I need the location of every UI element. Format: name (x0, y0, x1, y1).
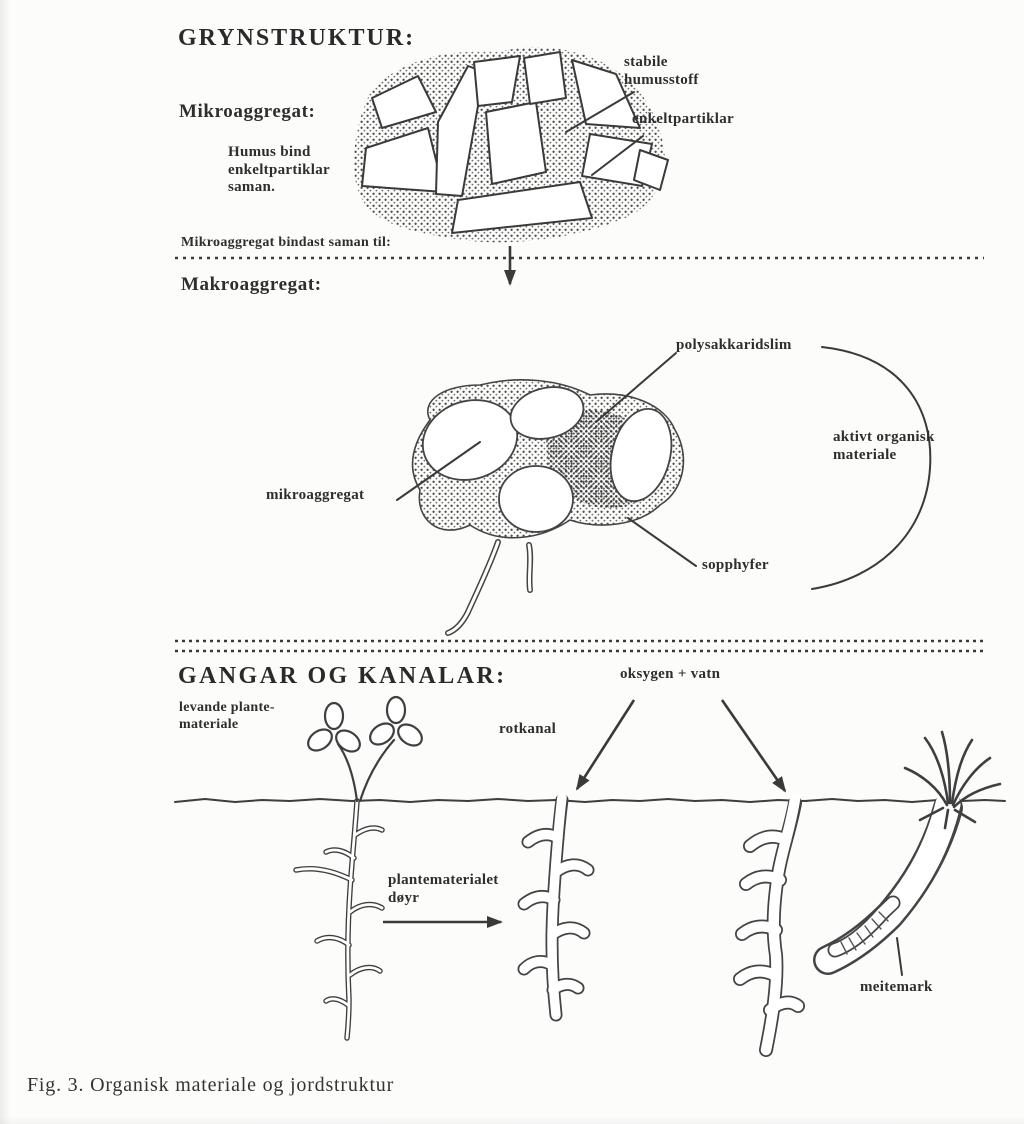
dotted-separator-2 (175, 639, 984, 653)
grass-plant (903, 730, 1002, 830)
oksygen-vatn-label: oksygen + vatn (620, 666, 721, 682)
mikroaggregat-heading: Mikroaggregat: (179, 101, 316, 122)
aktivt-organisk-label: aktivt organisk materiale (833, 429, 935, 463)
rotkanal-label: rotkanal (499, 721, 557, 737)
humus-note: Humus bind enkeltpartiklar saman. (228, 144, 330, 196)
meitemark-label: meitemark (860, 979, 933, 995)
microaggregate-drawing (353, 47, 669, 243)
bindast-note: Mikroaggregat bindast saman til: (181, 235, 392, 250)
grynstruktur-heading: GRYNSTRUKTUR: (178, 25, 416, 51)
polysakkaridslim-label: polysakkaridslim (676, 337, 792, 353)
leader-stabile-humusstoff (565, 91, 635, 133)
living-plant (307, 695, 423, 803)
sopphyfer-label: sopphyfer (702, 557, 769, 573)
levande-plantemateriale-label: levande plante- materiale (179, 700, 275, 732)
mikroaggregat-label: mikroaggregat (266, 487, 365, 503)
stabile-humusstoff-label: stabile humusstoff (624, 54, 699, 88)
scene-arrows (383, 699, 787, 928)
soil-scene-drawing (174, 695, 1006, 1057)
soil-surface-line (174, 798, 1006, 803)
leader-meitemark (896, 937, 903, 976)
root-channel (517, 792, 595, 1022)
oxygen-arrow-left (575, 699, 636, 791)
macroaggregate-drawing (396, 346, 932, 636)
makroaggregat-heading: Makroaggregat: (181, 274, 322, 295)
leader-polysakkaridslim (595, 352, 677, 423)
figure-caption: Fig. 3. Organisk materiale og jordstrukt… (27, 1074, 395, 1096)
leader-sopphyfer (627, 517, 697, 567)
oxygen-arrow-right (720, 699, 787, 793)
plantematerialet-doyr-label: plantematerialet døyr (388, 872, 499, 906)
earthworm (827, 895, 901, 958)
living-root (293, 798, 385, 1041)
leader-enkeltpartiklar (591, 135, 644, 176)
enkeltpartiklar-label: enkeltpartiklar (632, 111, 734, 127)
right-channels (733, 793, 805, 1057)
aktivt-organisk-bracket-arc (811, 346, 932, 590)
gangar-heading: GANGAR OG KANALAR: (178, 663, 507, 689)
leader-mikroaggregat (396, 441, 481, 501)
